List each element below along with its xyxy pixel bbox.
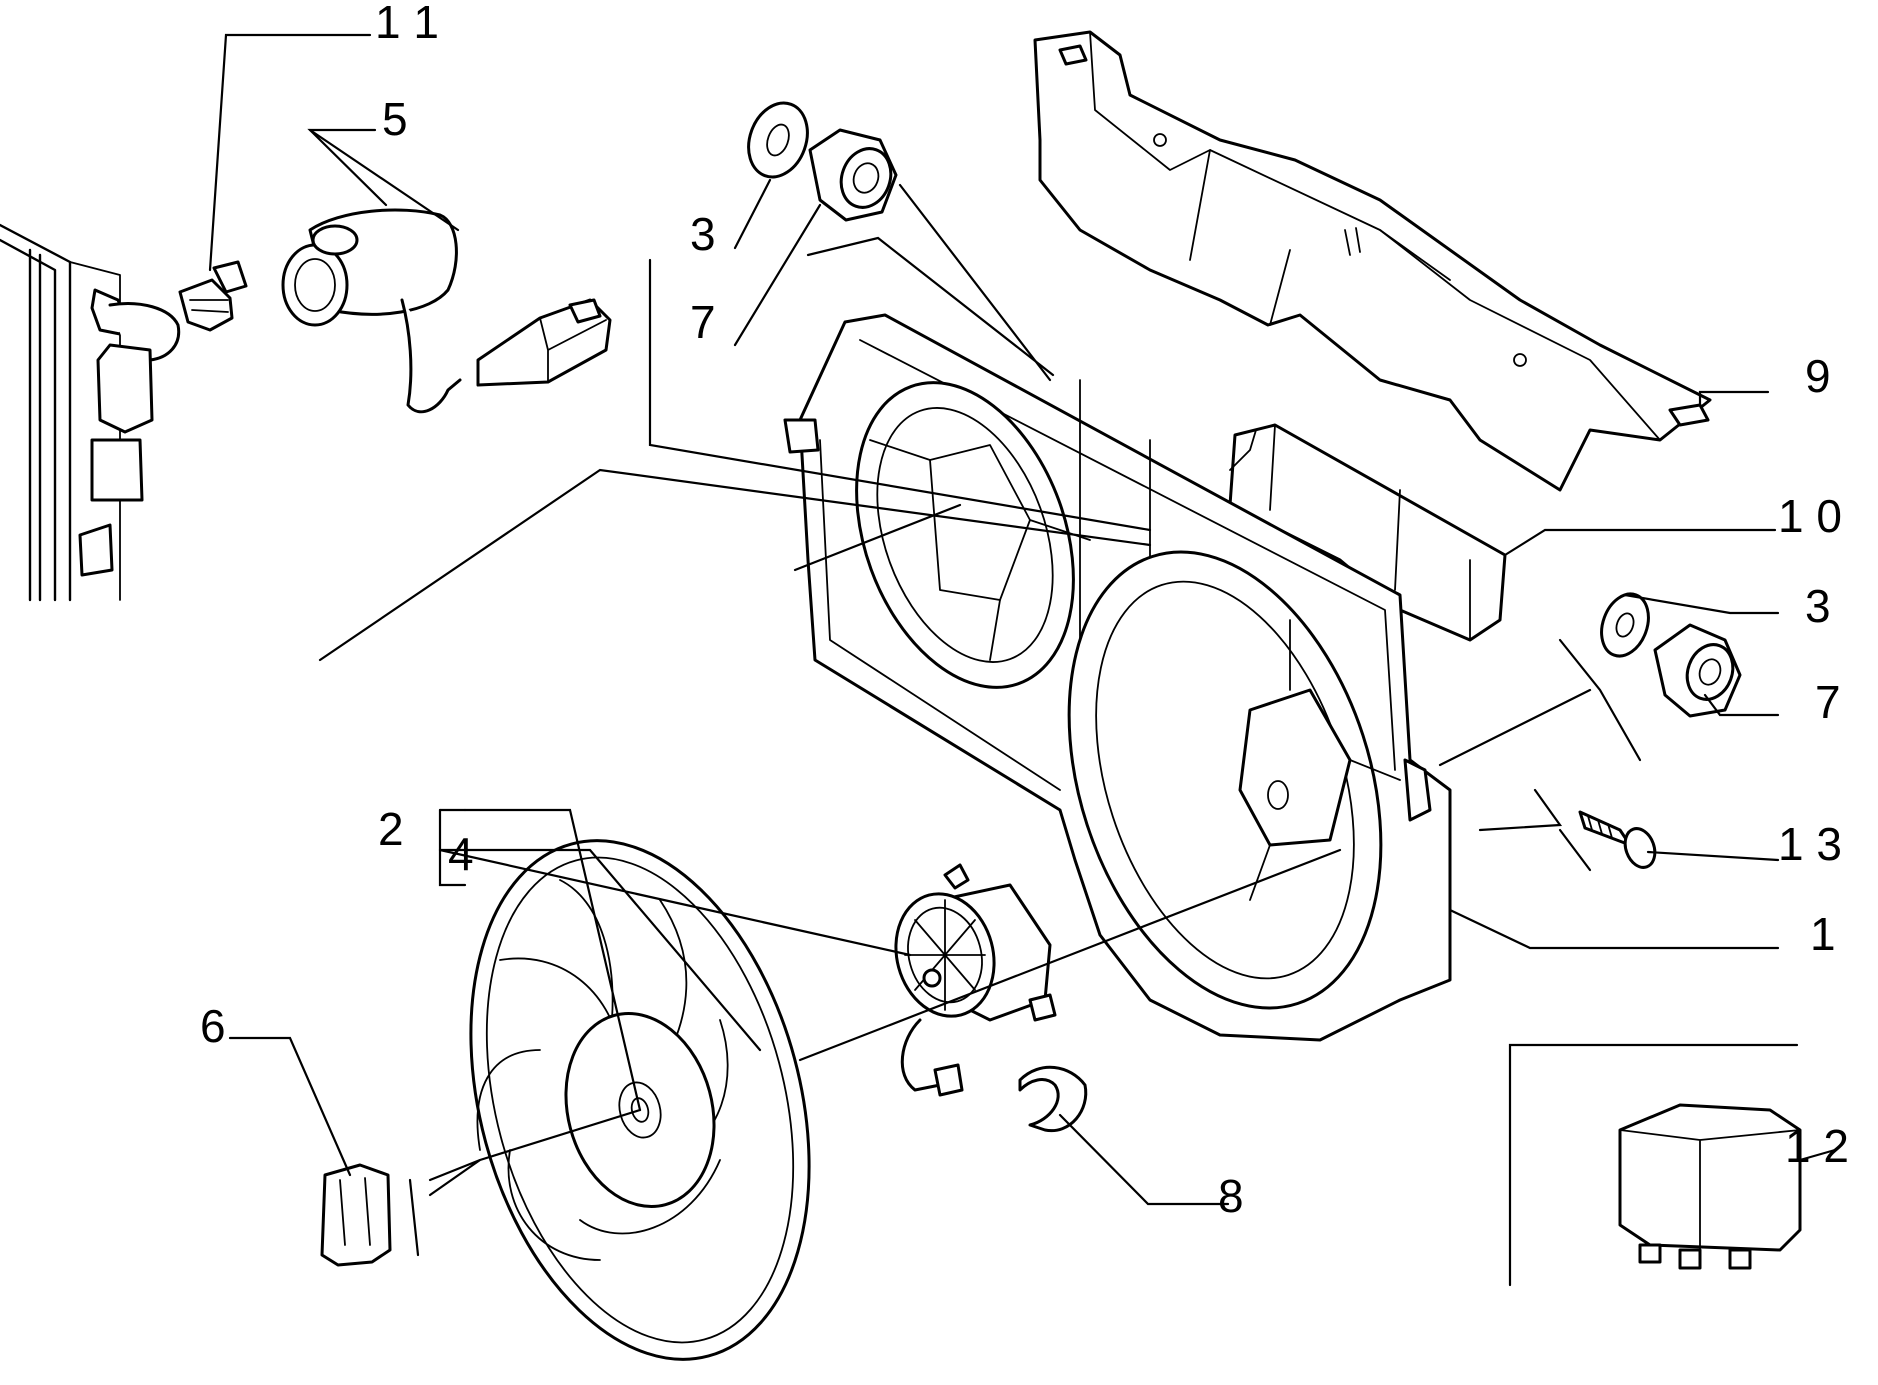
callout-10: 1 0 (1778, 490, 1842, 542)
nut-icon (808, 128, 898, 222)
thermal-switch-icon (178, 260, 248, 332)
relay-icon (1618, 1103, 1802, 1270)
callout-9: 9 (1805, 350, 1831, 402)
callout-3-right: 3 (1805, 580, 1831, 632)
washer-icon (747, 101, 809, 179)
callout-7-right: 7 (1815, 676, 1841, 728)
fan-blade-icon (469, 839, 811, 1361)
callout-7-top: 7 (690, 296, 716, 348)
fan-motor-icon (894, 863, 1057, 1097)
callout-11: 1 1 (375, 0, 439, 48)
temperature-switch-housing-icon (281, 208, 612, 414)
nut-icon (1653, 623, 1742, 718)
callout-8: 8 (1218, 1170, 1244, 1222)
washer-icon (1600, 592, 1650, 658)
callout-6: 6 (200, 1000, 226, 1052)
callout-12: 1 2 (1785, 1120, 1849, 1172)
screw-icon (1578, 810, 1657, 869)
leader-lines (208, 33, 1837, 1287)
callout-1: 1 (1810, 908, 1836, 960)
callout-4: 4 (448, 828, 474, 880)
callout-3-top: 3 (690, 208, 716, 260)
callout-5: 5 (382, 93, 408, 145)
callout-13: 1 3 (1778, 818, 1842, 870)
spring-clip-icon (320, 1163, 392, 1267)
radiator-edge (0, 223, 181, 602)
fan-shroud-icon (783, 313, 1452, 1042)
clip-icon (1018, 1065, 1088, 1133)
upper-bracket-icon (1033, 30, 1712, 492)
callout-2: 2 (378, 803, 404, 855)
